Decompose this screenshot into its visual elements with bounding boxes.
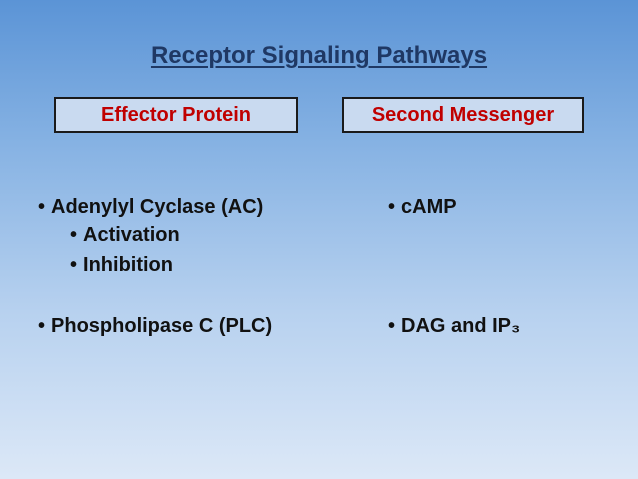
- messenger-item-camp: •cAMP: [388, 193, 457, 221]
- messenger-item-label: cAMP: [401, 196, 457, 218]
- effector-item-phospholipase-c: •Phospholipase C (PLC): [38, 312, 272, 340]
- bullet-icon: •: [38, 196, 46, 218]
- effector-item-adenylyl-cyclase: •Adenylyl Cyclase (AC): [38, 193, 263, 221]
- effector-subitem-activation: •Activation: [70, 221, 180, 249]
- bullet-icon: •: [70, 254, 78, 276]
- bullet-icon: •: [388, 196, 396, 218]
- second-messenger-header-label: Second Messenger: [371, 103, 555, 126]
- bullet-icon: •: [38, 315, 46, 337]
- effector-protein-header: Effector Protein: [54, 97, 298, 133]
- effector-protein-header-label: Effector Protein: [100, 103, 252, 126]
- effector-subitem-label: Inhibition: [83, 254, 173, 276]
- messenger-item-dag-ip3: •DAG and IP₃: [388, 312, 520, 340]
- effector-item-label: Adenylyl Cyclase (AC): [51, 196, 264, 218]
- second-messenger-header: Second Messenger: [342, 97, 584, 133]
- effector-subitem-label: Activation: [83, 224, 180, 246]
- messenger-item-label: DAG and IP₃: [401, 315, 521, 337]
- slide-title: Receptor Signaling Pathways: [150, 42, 488, 69]
- bullet-icon: •: [388, 315, 396, 337]
- bullet-icon: •: [70, 224, 78, 246]
- effector-subitem-inhibition: •Inhibition: [70, 251, 173, 279]
- effector-item-label: Phospholipase C (PLC): [51, 315, 273, 337]
